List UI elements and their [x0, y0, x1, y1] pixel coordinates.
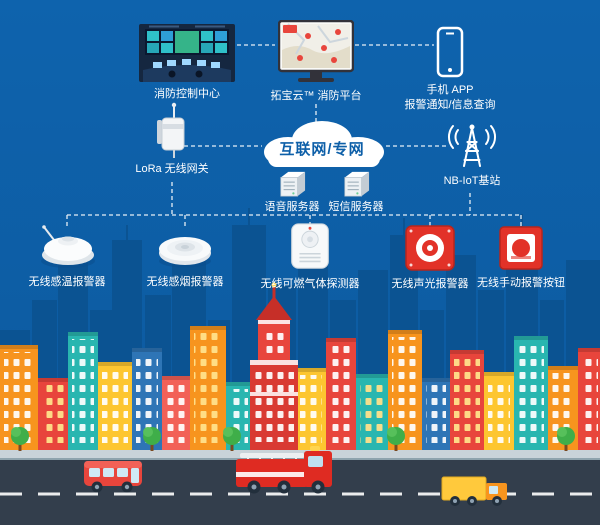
device-label: 无线感温报警器 [28, 276, 106, 288]
connector-lines [66, 44, 522, 226]
nbiot-tower-icon [448, 124, 496, 167]
nbiot-station-node: NB-IoT基站 [442, 120, 502, 188]
network-cloud-node: 互联网/专网 [246, 114, 398, 172]
building [450, 350, 484, 450]
sound-light-alarm-icon [405, 225, 455, 271]
manual-call-point-icon [499, 226, 543, 270]
building [38, 378, 68, 450]
device-temp-alarm: 无线感温报警器 [11, 224, 123, 289]
building [514, 336, 548, 450]
smartphone-icon [436, 26, 464, 78]
building [578, 348, 600, 450]
control-center-node: 消防控制中心 [139, 24, 235, 101]
building [422, 378, 450, 450]
sms-server-node: 短信服务器 [326, 170, 386, 214]
sms-server-icon [344, 171, 370, 197]
control-center-label: 消防控制中心 [154, 88, 220, 100]
voice-server-label: 语音服务器 [264, 201, 320, 213]
lora-gateway-label: LoRa 无线网关 [135, 163, 209, 175]
sms-server-label: 短信服务器 [328, 201, 384, 213]
building [326, 338, 356, 450]
bus-icon [84, 461, 142, 493]
tree-icon [143, 427, 161, 451]
temp-detector-icon [41, 225, 95, 268]
tree-icon [11, 427, 29, 451]
device-label: 无线可燃气体探测器 [260, 278, 360, 290]
mobile-app-label-line2: 报警通知/信息查询 [404, 99, 496, 111]
building [356, 374, 388, 450]
device-gas-detector: 无线可燃气体探测器 [254, 222, 366, 291]
network-cloud-label: 互联网/专网 [279, 141, 365, 158]
gas-detector-icon [291, 223, 329, 269]
tree-icon [223, 427, 241, 451]
mobile-app-node: 手机 APP 报警通知/信息查询 [395, 26, 505, 112]
building [68, 332, 98, 450]
building [162, 376, 190, 450]
smoke-detector-icon [159, 237, 211, 268]
lora-gateway-icon [157, 102, 185, 158]
building-tower [250, 282, 298, 450]
device-label: 无线手动报警按钮 [477, 277, 565, 289]
mobile-app-label-line1: 手机 APP [426, 84, 474, 96]
trees [11, 427, 575, 451]
lora-gateway-node: LoRa 无线网关 [135, 102, 209, 176]
device-manual-button: 无线手动报警按钮 [465, 225, 577, 290]
tree-icon [387, 427, 405, 451]
cloud-platform-node: 拓宝云™ 消防平台 [270, 20, 362, 103]
device-label: 无线声光报警器 [391, 278, 469, 290]
building [296, 368, 326, 450]
device-smoke-alarm: 无线感烟报警器 [129, 226, 241, 289]
voice-server-node: 语音服务器 [262, 170, 322, 214]
buildings-row [0, 282, 600, 450]
voice-server-icon [280, 171, 306, 197]
tree-icon [557, 427, 575, 451]
fire-truck-icon [236, 446, 332, 494]
cloud-icon [264, 121, 384, 167]
building [98, 362, 132, 450]
building [484, 372, 514, 450]
cloud-platform-label: 拓宝云™ 消防平台 [270, 90, 362, 102]
control-center-photo [139, 24, 235, 82]
device-label: 无线感烟报警器 [146, 276, 224, 288]
delivery-truck-icon [441, 476, 507, 506]
nbiot-station-label: NB-IoT基站 [443, 175, 501, 187]
monitor-icon [278, 20, 354, 82]
device-sound-light-alarm: 无线声光报警器 [374, 224, 486, 291]
building [190, 326, 226, 450]
city-illustration [0, 208, 600, 525]
